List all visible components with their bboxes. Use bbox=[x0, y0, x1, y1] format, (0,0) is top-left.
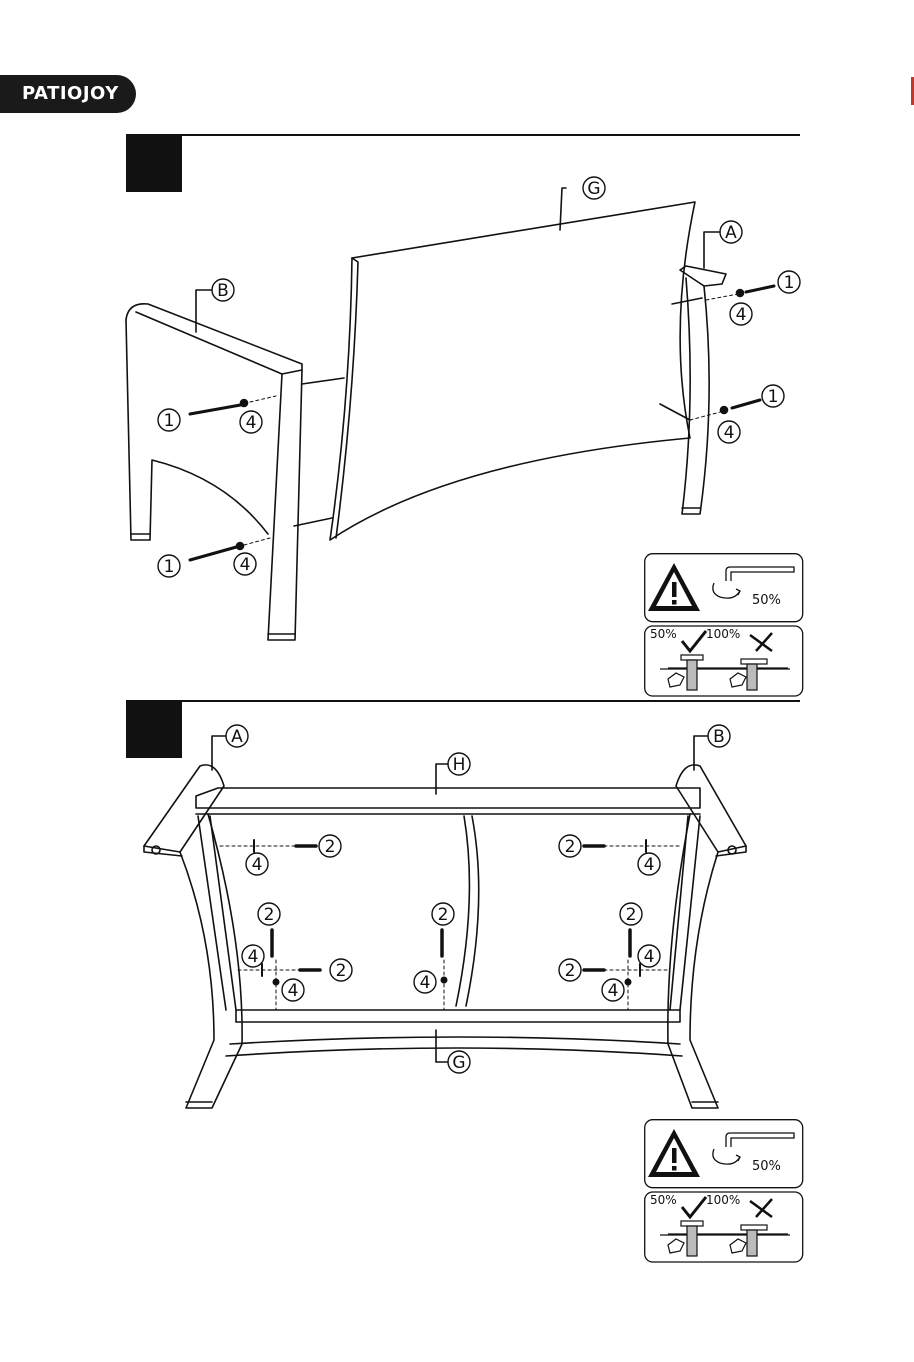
check-mark-icon bbox=[682, 631, 706, 651]
part-b-side-panel bbox=[126, 304, 302, 640]
hw-bolt-1b: 1 bbox=[164, 557, 175, 577]
part-a-side-panel bbox=[660, 266, 726, 514]
hw-washer-1d: 4 bbox=[724, 423, 735, 443]
hw-washer-1b: 4 bbox=[240, 555, 251, 575]
bolt-compare-icons bbox=[660, 1221, 790, 1256]
hw-washer-2c: 4 bbox=[248, 947, 259, 967]
label-b-step2: B bbox=[713, 727, 725, 747]
hw-bolt-2a: 2 bbox=[325, 837, 336, 857]
hw-washer-1c: 4 bbox=[736, 305, 747, 325]
check-mark-icon bbox=[682, 1197, 706, 1217]
bolt-set-2 bbox=[190, 538, 270, 560]
hw-bolt-1d: 1 bbox=[768, 387, 779, 407]
bad-percent: 100% bbox=[706, 627, 740, 641]
warning-triangle-icon bbox=[648, 563, 700, 611]
part-g-bottom-rail bbox=[226, 1010, 682, 1056]
cross-mark-icon bbox=[750, 1199, 772, 1217]
ok-percent: 50% bbox=[650, 627, 677, 641]
label-g-step2: G bbox=[452, 1053, 465, 1073]
hw-washer-2g: 4 bbox=[608, 981, 619, 1001]
hw-bolt-2e: 2 bbox=[626, 905, 637, 925]
warning-triangle-icon bbox=[648, 1129, 700, 1177]
hw-bolt-2g: 2 bbox=[565, 961, 576, 981]
hw-washer-2f: 4 bbox=[644, 947, 655, 967]
turn-percent: 50% bbox=[752, 593, 781, 608]
part-h-top-rail bbox=[196, 788, 700, 814]
hw-bolt-2b: 2 bbox=[565, 837, 576, 857]
bolt-set-9 bbox=[584, 930, 668, 1010]
hw-washer-2b: 4 bbox=[644, 855, 655, 875]
hw-bolt-2c: 2 bbox=[264, 905, 275, 925]
label-a-step2: A bbox=[231, 727, 243, 747]
label-h-step2: H bbox=[453, 755, 466, 775]
hw-washer-1a: 4 bbox=[246, 413, 257, 433]
tighten-warning-panel-2: 50% 50% 100% bbox=[644, 1119, 804, 1263]
part-g-back-panel bbox=[330, 202, 695, 540]
bad-percent: 100% bbox=[706, 1193, 740, 1207]
tighten-warning-panel-1: 50% 50% 100% bbox=[644, 553, 804, 697]
hw-washer-2d: 4 bbox=[288, 981, 299, 1001]
bolt-set-8 bbox=[441, 930, 447, 1010]
label-g-step1: G bbox=[587, 179, 600, 199]
cross-mark-icon bbox=[750, 633, 772, 651]
hw-bolt-2f: 2 bbox=[336, 961, 347, 981]
hw-washer-2a: 4 bbox=[252, 855, 263, 875]
hw-bolt-2d: 2 bbox=[438, 905, 449, 925]
ok-percent: 50% bbox=[650, 1193, 677, 1207]
label-b-step1: B bbox=[217, 281, 229, 301]
hw-washer-2e: 4 bbox=[420, 973, 431, 993]
bolt-set-4 bbox=[690, 400, 760, 420]
label-a-step1: A bbox=[725, 223, 737, 243]
bolt-set-5 bbox=[220, 840, 316, 852]
bolt-set-3 bbox=[706, 286, 774, 300]
bolt-compare-icons bbox=[660, 655, 790, 690]
bolt-set-6 bbox=[584, 840, 680, 852]
hw-bolt-1c: 1 bbox=[784, 273, 795, 293]
turn-percent: 50% bbox=[752, 1159, 781, 1174]
hw-bolt-1a: 1 bbox=[164, 411, 175, 431]
bolt-set-1 bbox=[190, 396, 276, 414]
bolt-set-7 bbox=[238, 930, 320, 1010]
